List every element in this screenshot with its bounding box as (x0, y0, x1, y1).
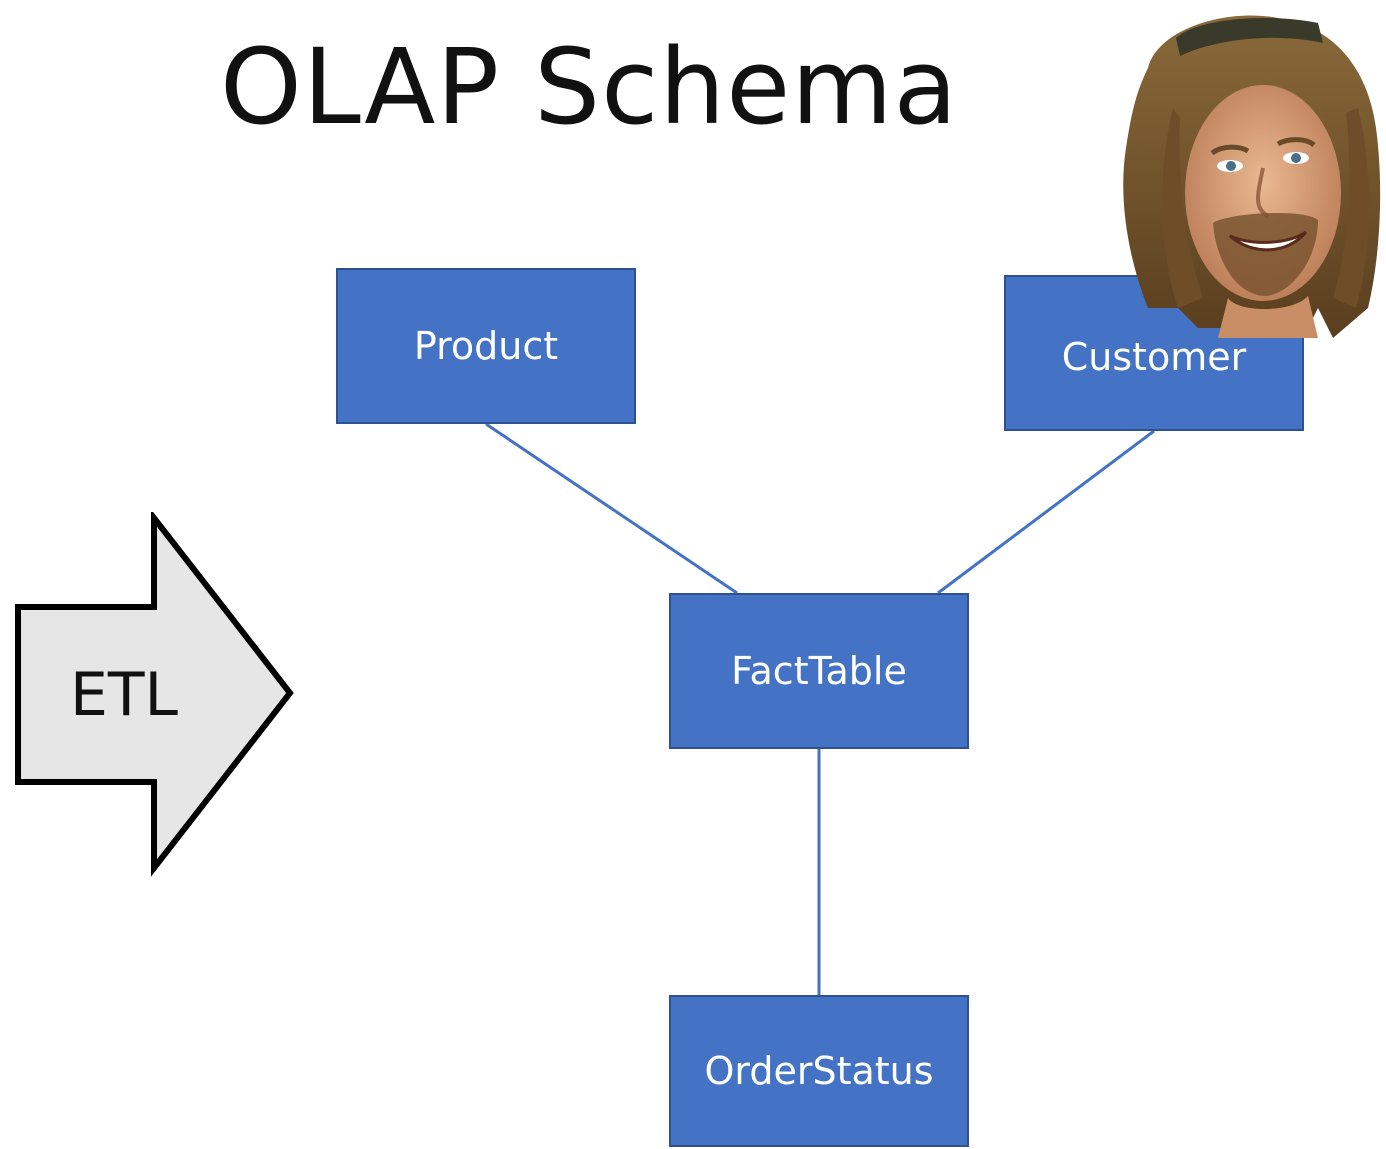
slide-title: OLAP Schema (220, 26, 959, 148)
person-avatar-image (1123, 15, 1381, 338)
connector-customer-facttable (937, 429, 1155, 595)
entity-customer[interactable]: Customer (1004, 275, 1304, 431)
etl-label: ETL (70, 660, 178, 730)
etl-arrow-icon (15, 512, 294, 877)
entity-order-status[interactable]: OrderStatus (669, 995, 969, 1147)
entity-fact-table[interactable]: FactTable (669, 593, 969, 749)
entity-product[interactable]: Product (336, 268, 636, 424)
connector-product-facttable (485, 422, 738, 595)
